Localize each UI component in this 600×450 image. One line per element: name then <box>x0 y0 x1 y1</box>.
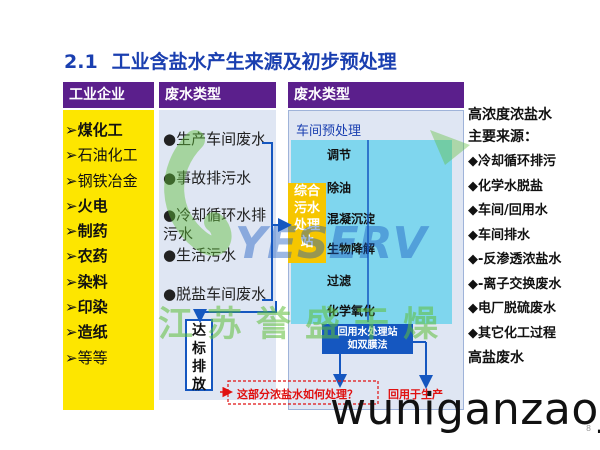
page-number: 8 <box>586 424 592 433</box>
wastewater-item: ●脱盐车间废水 <box>163 285 267 303</box>
wastewater-bracket <box>262 142 273 301</box>
source-item: ◆化学水脱盐 <box>468 178 543 194</box>
stage-label: 生物降解 <box>327 242 376 256</box>
section-number: 2.1 <box>64 51 98 73</box>
wastewater-panel: ●生产车间废水 ●事故排污水 ●冷却循环水排污水 ●生活污水 ●脱盐车间废水 <box>159 110 276 400</box>
salt-sources-list: 高浓度浓盐水 主要来源： ◆冷却循环排污 ◆化学水脱盐 ◆车间/回用水 ◆车间排水 ◆-… <box>468 104 596 370</box>
question-text: 这部分浓盐水如何处理？ <box>237 388 358 401</box>
industry-item: ➢煤化工 <box>65 121 123 139</box>
industry-item: ➢等等 <box>65 348 108 367</box>
stage-label: 混凝沉淀 <box>327 212 376 226</box>
reuse-water-station: 回用水处理站 如双膜法 <box>322 324 413 354</box>
watermark-logo: YESERV <box>235 218 430 269</box>
stage-label: 调节 <box>327 148 352 162</box>
sources-heading-line2: 主要来源： <box>468 129 538 145</box>
reuse-station-line1: 回用水处理站 <box>337 327 398 338</box>
question-box <box>227 380 379 405</box>
industry-item: ➢印染 <box>65 298 108 317</box>
industry-item: ➢农药 <box>65 247 108 266</box>
wastewater-item: ●事故排污水 <box>163 169 252 187</box>
stage-label: 化学氧化 <box>327 304 376 318</box>
source-item: ◆电厂脱硫废水 <box>468 301 556 316</box>
industry-item: ➢钢铁冶金 <box>65 171 138 190</box>
industry-list: ➢煤化工 ➢石油化工 ➢钢铁冶金 ➢火电 ➢制药 ➢农药 ➢染料 ➢印染 ➢造纸 ➢等等 <box>63 110 154 371</box>
slide-title: 2.1 工业含盐水产生来源及初步预处理 <box>64 47 397 74</box>
industry-item: ➢制药 <box>65 222 108 241</box>
stage-label: 过滤 <box>327 274 352 288</box>
watermark-leaf <box>430 130 470 165</box>
industry-panel: ➢煤化工 ➢石油化工 ➢钢铁冶金 ➢火电 ➢制药 ➢农药 ➢染料 ➢印染 ➢造纸 ➢等等 <box>63 110 154 410</box>
industry-header: 工业企业 <box>63 82 154 108</box>
source-item: ◆-离子交换废水 <box>468 276 562 292</box>
integrated-wastewater-station: 综合污水处理站 <box>288 183 326 263</box>
industry-item: ➢造纸 <box>65 323 108 342</box>
watermark-company: 江苏誉盛干燥 <box>158 305 452 345</box>
reuse-production-text: 回用于生产 <box>388 388 443 401</box>
workshop-pretreatment-label: 车间预处理 <box>296 124 362 139</box>
source-item: ◆车间/回用水 <box>468 203 548 218</box>
wastewater-item: ●生活污水 <box>163 246 237 264</box>
sources-heading-line1: 高浓度浓盐水 <box>468 107 552 123</box>
source-item: ◆-反渗透浓盐水 <box>468 252 562 267</box>
source-item: ◆车间排水 <box>468 227 530 243</box>
source-item: ◆冷却循环排污 <box>468 154 556 169</box>
title-text: 工业含盐水产生来源及初步预处理 <box>111 51 397 73</box>
industry-item: ➢染料 <box>65 272 108 291</box>
discharge-label: 达标排放 <box>192 323 206 393</box>
source-item: ◆其它化工过程 <box>468 325 556 341</box>
wastewater-header: 废水类型 <box>159 82 276 108</box>
watermark-swoosh <box>164 130 232 256</box>
sources-items: ◆冷却循环排污 ◆化学水脱盐 ◆车间/回用水 ◆车间排水 ◆-反渗透浓盐水 ◆-离子交换废… <box>468 150 596 346</box>
wastewater-item: ●冷却循环水排污水 <box>163 206 267 243</box>
industry-item: ➢石油化工 <box>65 146 138 165</box>
pretreatment-header: 废水类型 <box>288 82 464 108</box>
watermark-domain: wuniganzaoji <box>330 384 600 435</box>
arrow-to-discharge <box>193 301 277 323</box>
industry-item: ➢火电 <box>65 196 108 215</box>
wastewater-item: ●生产车间废水 <box>163 130 267 148</box>
discharge-box: 达标排放 <box>185 319 213 393</box>
reuse-station-line2: 如双膜法 <box>347 340 388 351</box>
sources-footer: 高盐废水 <box>468 350 524 366</box>
stage-label: 除油 <box>327 181 352 195</box>
